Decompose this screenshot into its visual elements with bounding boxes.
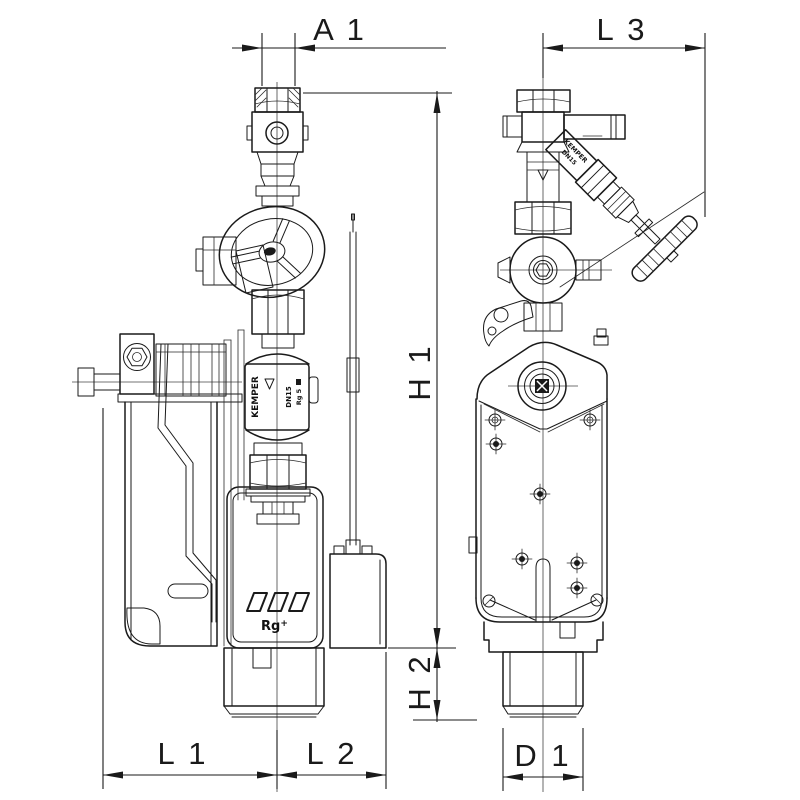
connection-stub-side: [502, 651, 584, 718]
cable-gland: [252, 647, 272, 669]
size-stamp: DN15: [285, 386, 293, 408]
adapter-ring: [250, 495, 306, 503]
top-flange: [117, 393, 243, 403]
neck-side: [514, 151, 572, 235]
probe-gland: [345, 539, 361, 555]
anti-rotation-bracket: [483, 300, 534, 347]
seal-tag: [235, 244, 274, 294]
ball-valve-section: [246, 111, 309, 153]
housing-box: [124, 401, 218, 647]
dimension-l2: L 2: [277, 652, 387, 789]
left-port: [502, 115, 523, 138]
screw: [566, 552, 588, 574]
side-tab: [468, 536, 478, 554]
screws: [482, 409, 604, 608]
terminal-box: [329, 539, 387, 649]
connection-stub-front: [223, 647, 325, 718]
front-view: KEMPER DN15 Rg 5: [72, 82, 387, 792]
screw: [485, 433, 507, 455]
probe-collar: [346, 357, 360, 393]
tee-fitting: [502, 111, 626, 181]
valve-body: KEMPER DN15 Rg 5: [244, 353, 319, 456]
dimension-h2: H 2: [402, 648, 477, 721]
material-stamp: Rg 5: [295, 388, 303, 405]
flow-arrow-icon: [264, 378, 275, 390]
dim-label-l2: L 2: [307, 736, 358, 771]
housing-foot: [126, 607, 161, 645]
lever-arm: [157, 343, 213, 623]
actuator-base: [483, 621, 604, 653]
handwheel: [218, 205, 326, 299]
dimension-d1: D 1: [502, 728, 584, 791]
valve-neck: [255, 151, 300, 207]
sensor-probe: [346, 213, 360, 546]
logo-label: Rg+: [261, 619, 288, 634]
screw: [566, 577, 588, 599]
keyhole-slot: [535, 558, 551, 623]
screw: [529, 483, 551, 505]
drive-hub: [508, 361, 578, 411]
dimension-l1: L 1: [102, 408, 278, 789]
corner-screw: [590, 593, 604, 607]
dim-label-a1: A 1: [313, 12, 367, 47]
test-port: [563, 114, 626, 140]
actuator-spindle: [256, 501, 300, 525]
body-boss: [308, 376, 319, 404]
handle-axis-line: [559, 191, 705, 288]
actuator-front: [468, 328, 609, 623]
dim-label-h2: H 2: [402, 653, 437, 710]
union-nut: [249, 454, 307, 490]
drain-valve: KEMPER DN15: [545, 129, 698, 282]
corner-screw: [482, 594, 496, 608]
actuator-box-side: Rg+: [226, 486, 324, 669]
screw: [484, 409, 506, 431]
dim-label-l1: L 1: [158, 736, 209, 771]
dim-label-h1: H 1: [402, 343, 437, 400]
dim-label-d1: D 1: [514, 738, 571, 773]
dim-label-l3: L 3: [597, 12, 648, 47]
kemper-logo: Rg+: [246, 592, 310, 634]
dimension-h1: H 1: [303, 91, 456, 722]
t-handle: [631, 215, 698, 282]
housing-slot: [167, 583, 209, 599]
bonnet-hex: [251, 289, 305, 349]
hex-bolt: [119, 333, 155, 395]
screw: [511, 548, 533, 570]
dimension-a1: A 1: [232, 12, 446, 86]
left-wing: [497, 256, 511, 284]
brand-stamp: KEMPER: [251, 376, 261, 418]
top-hex-nut: [254, 87, 301, 113]
dimension-l3: L 3: [542, 12, 706, 217]
top-hex-nut-side: [516, 89, 571, 113]
right-wing: [575, 259, 602, 281]
sensor-housing-assembly: [72, 329, 245, 647]
side-view: KEMPER DN15: [468, 78, 705, 792]
screw: [579, 409, 601, 431]
ball-valve-front: [497, 236, 612, 332]
wheel-side-bracket: [195, 236, 237, 286]
